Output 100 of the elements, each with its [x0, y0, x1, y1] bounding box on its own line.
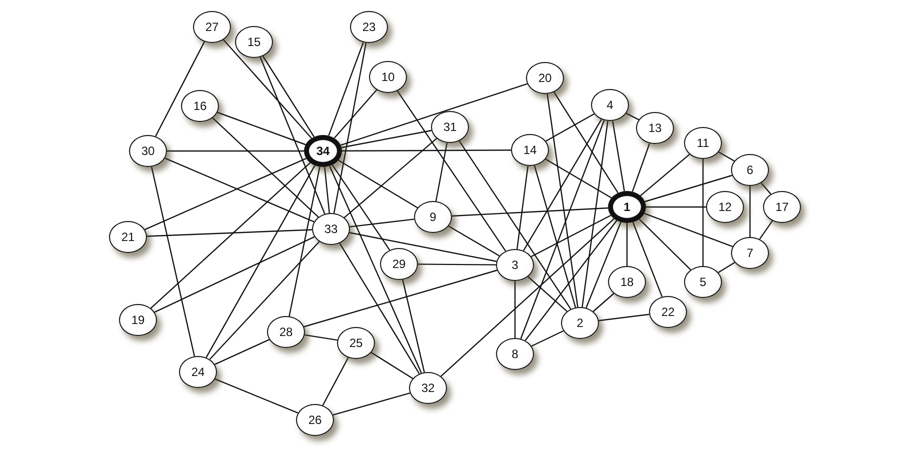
connector-line	[626, 223, 628, 266]
connector-line	[440, 218, 614, 377]
connector-line	[546, 94, 578, 308]
connector-line	[644, 174, 732, 202]
connector-line	[514, 281, 516, 338]
connector-line	[342, 150, 511, 152]
connector-line	[545, 158, 612, 198]
connector-line	[592, 293, 614, 312]
connector-line	[154, 236, 315, 313]
connector-line	[212, 117, 319, 218]
connector-line	[553, 92, 619, 194]
graph-node: 11	[684, 127, 722, 159]
connector-line	[638, 218, 692, 270]
graph-node: 32	[409, 372, 447, 404]
graph-node: 26	[296, 404, 334, 436]
connector-line	[146, 229, 312, 237]
connector-line	[150, 162, 311, 309]
connector-line	[522, 119, 602, 251]
connector-line	[340, 83, 528, 146]
graph-node: 15	[235, 26, 273, 58]
connector-line	[452, 207, 608, 217]
connector-line	[150, 166, 196, 356]
graph-node: 19	[119, 304, 157, 336]
graph-node: 18	[608, 266, 646, 298]
graph-node: 28	[267, 316, 305, 348]
connector-line	[288, 166, 320, 316]
connector-line	[531, 330, 564, 347]
connector-line	[341, 130, 432, 148]
connector-line	[644, 212, 733, 248]
connector-line	[214, 339, 270, 365]
connector-line	[612, 120, 625, 192]
connector-line	[632, 222, 663, 298]
graph-node: 3	[496, 249, 534, 281]
graph-node: 24	[179, 356, 217, 388]
connector-line	[338, 160, 418, 208]
connector-line	[402, 280, 425, 372]
graph-node: 7	[731, 237, 769, 269]
connector-line	[524, 220, 618, 341]
connector-line	[349, 232, 497, 262]
graph-node: 8	[496, 338, 534, 370]
connector-line	[329, 166, 422, 374]
graph-node: 29	[380, 248, 418, 280]
connector-line	[350, 218, 414, 228]
connector-line	[718, 262, 735, 274]
connector-line	[435, 142, 448, 202]
graph-node: 33	[312, 213, 350, 245]
connector-line	[759, 220, 773, 240]
connector-line	[322, 357, 349, 406]
graph-node: 25	[337, 327, 375, 359]
connector-line	[206, 165, 316, 358]
connector-line	[458, 140, 572, 310]
graph-node: 6	[731, 154, 769, 186]
graph-node: 27	[193, 11, 231, 43]
connector-line	[209, 241, 320, 360]
connector-line	[760, 182, 772, 194]
connector-line	[370, 352, 414, 379]
connector-line	[164, 158, 314, 222]
connector-line	[546, 113, 594, 142]
graph-node: 13	[636, 112, 674, 144]
connector-line	[640, 154, 690, 196]
graph-node: 9	[414, 201, 452, 233]
connector-line	[632, 143, 650, 192]
connector-line	[626, 112, 640, 120]
graph-node: 1	[608, 191, 646, 223]
connector-line	[144, 158, 306, 230]
connector-line	[167, 150, 304, 152]
connector-line	[528, 276, 568, 312]
connector-line	[582, 120, 608, 308]
connector-line	[262, 56, 315, 138]
graph-node: 21	[109, 221, 147, 253]
connector-line	[598, 314, 650, 322]
connector-line	[718, 152, 735, 162]
graph-node: 20	[526, 62, 564, 94]
graph-node: 12	[706, 191, 744, 223]
connector-line	[516, 166, 529, 250]
graph-node: 4	[591, 89, 629, 121]
connector-line	[214, 378, 298, 414]
graph-node: 34	[304, 135, 342, 167]
connector-line	[334, 89, 378, 139]
connector-line	[260, 56, 326, 214]
connector-line	[396, 90, 506, 252]
connector-line	[586, 222, 622, 308]
graph-node: 31	[431, 111, 469, 143]
graph-node: 17	[763, 191, 801, 223]
connector-line	[333, 42, 367, 214]
connector-line	[520, 120, 605, 339]
connector-line	[328, 42, 364, 136]
connector-line	[332, 164, 390, 250]
connector-line	[448, 226, 500, 256]
graph-node: 5	[684, 266, 722, 298]
connector-line	[702, 159, 704, 266]
connector-line	[155, 41, 205, 137]
connector-line	[344, 138, 438, 218]
graph-node: 16	[181, 90, 219, 122]
connector-line	[339, 242, 420, 374]
graph-node: 30	[129, 135, 167, 167]
connector-line	[646, 206, 706, 208]
graph-node: 2	[561, 307, 599, 339]
connector-line	[324, 166, 330, 214]
connector-line	[418, 264, 496, 266]
